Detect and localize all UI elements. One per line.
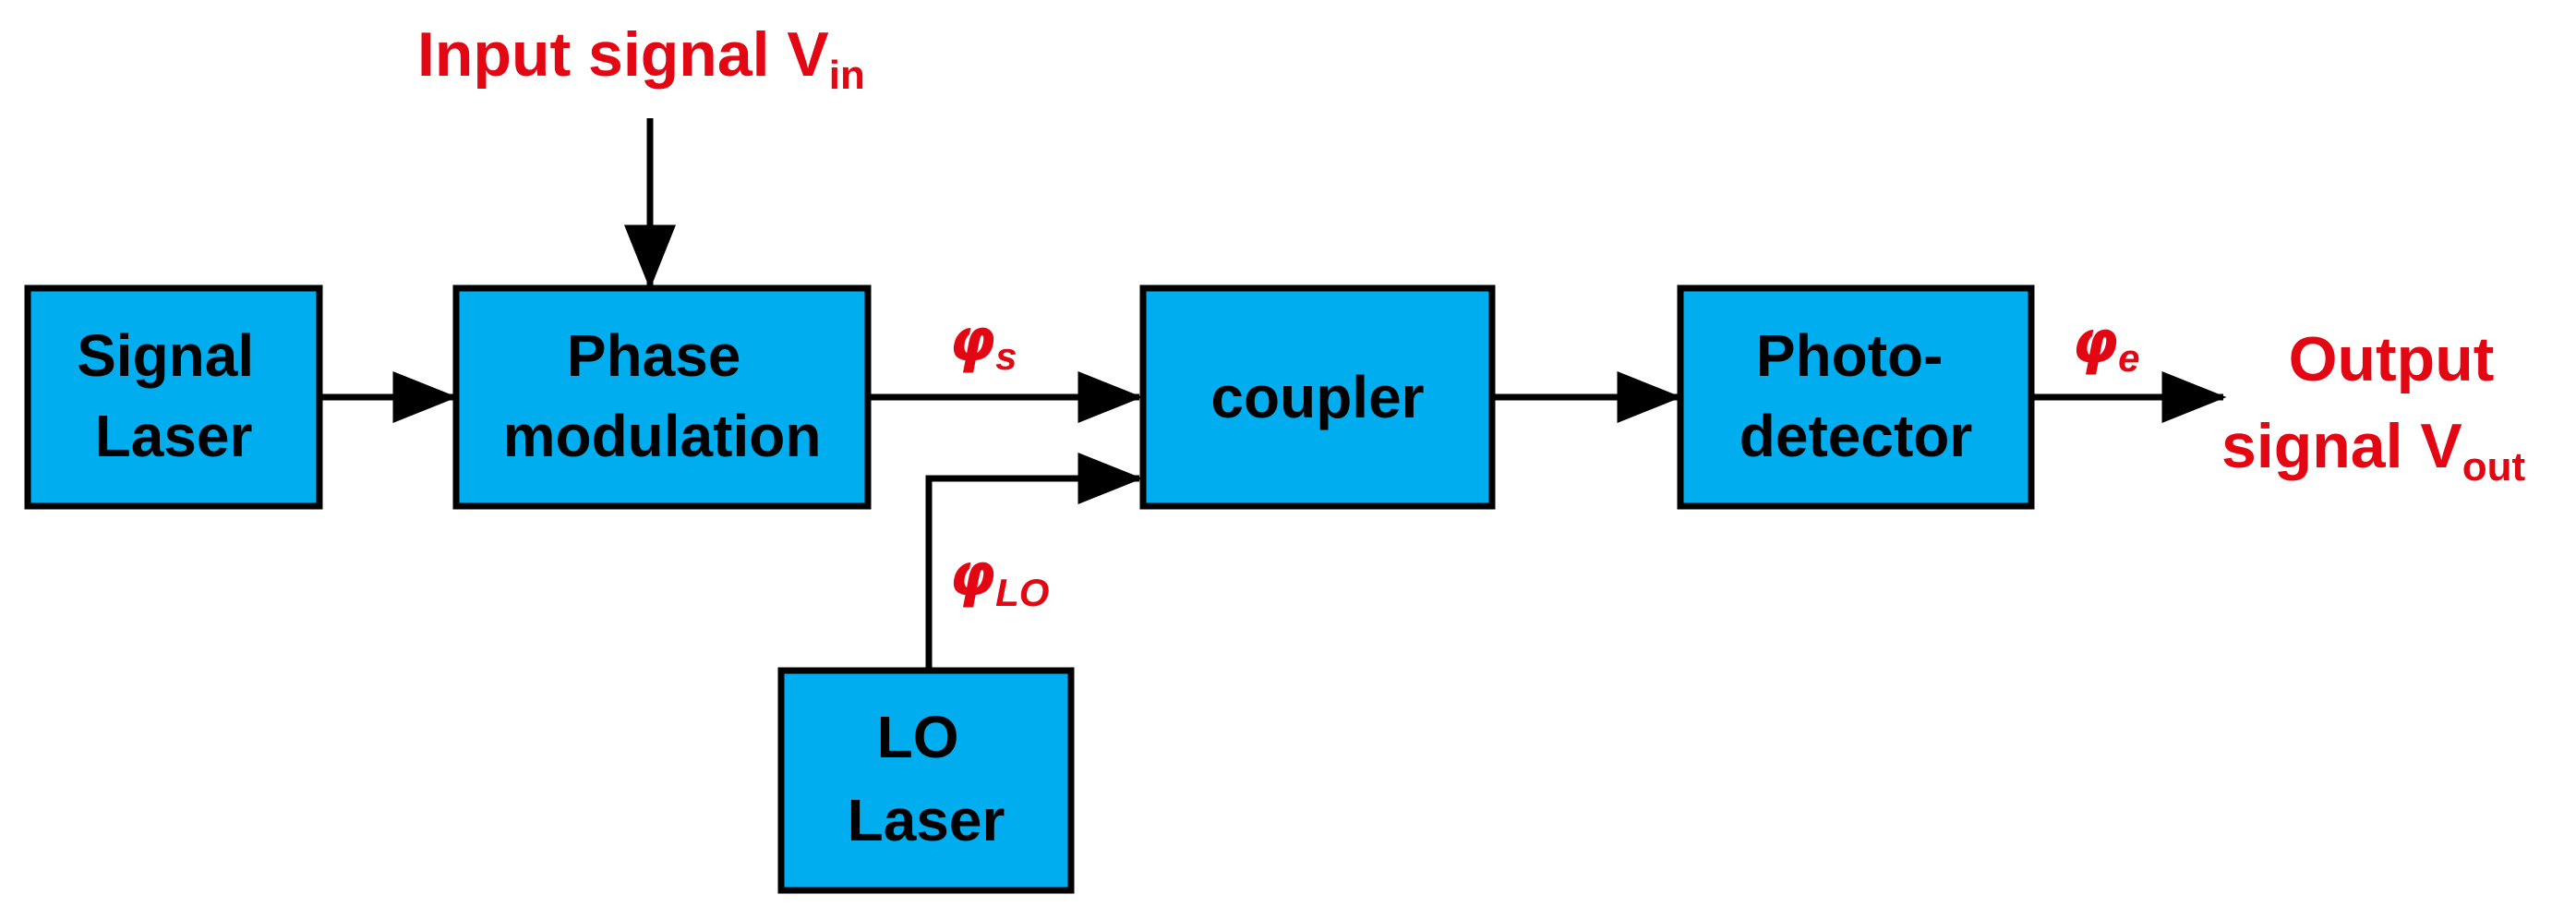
signal-laser-line2: Laser [95,403,253,469]
photodetector-block[interactable]: Photo- detector [1677,284,2035,510]
phase-modulation-line2: modulation [503,403,822,469]
svg-text:Phase modulation: Phase modulation [503,322,822,469]
photodetector-line1: Photo- [1756,322,1944,389]
phi-lo-subscript: LO [995,571,1049,614]
lo-to-coupler-arrow [925,453,1143,671]
input-signal-label: Input signal Vin [417,19,865,98]
input-signal-subscript: in [829,53,865,98]
phi-s-label: φs [949,307,1017,378]
svg-text:Photo- detector: Photo- detector [1739,322,1973,469]
output-signal-label-line2: signal Vout [2221,411,2526,490]
photodetector-line2: detector [1739,403,1973,469]
lo-laser-line2: Laser [848,787,1005,853]
coupler-block[interactable]: coupler [1139,284,1496,510]
signal-laser-block[interactable]: Signal Laser [24,284,323,510]
phi-e-label: φe [2072,308,2139,380]
svg-text:LO Laser: LO Laser [848,704,1005,853]
svg-text:coupler: coupler [1210,364,1424,430]
signal-laser-line1: Signal [77,322,254,389]
svg-text:Signal Laser: Signal Laser [77,322,271,469]
output-signal-label: Output [2289,324,2495,394]
phi-s-subscript: s [995,334,1017,378]
phi-lo-label: φLO [949,541,1049,614]
lo-laser-line1: LO [877,704,959,770]
phase-modulation-line1: Phase [567,322,741,389]
phi-e-subscript: e [2118,336,2139,380]
output-signal-line1: Output [2289,324,2495,394]
phase-modulation-block[interactable]: Phase modulation [452,284,872,510]
coupler-label: coupler [1210,364,1424,430]
output-signal-subscript: out [2462,444,2526,490]
lo-laser-block[interactable]: LO Laser [777,667,1075,894]
